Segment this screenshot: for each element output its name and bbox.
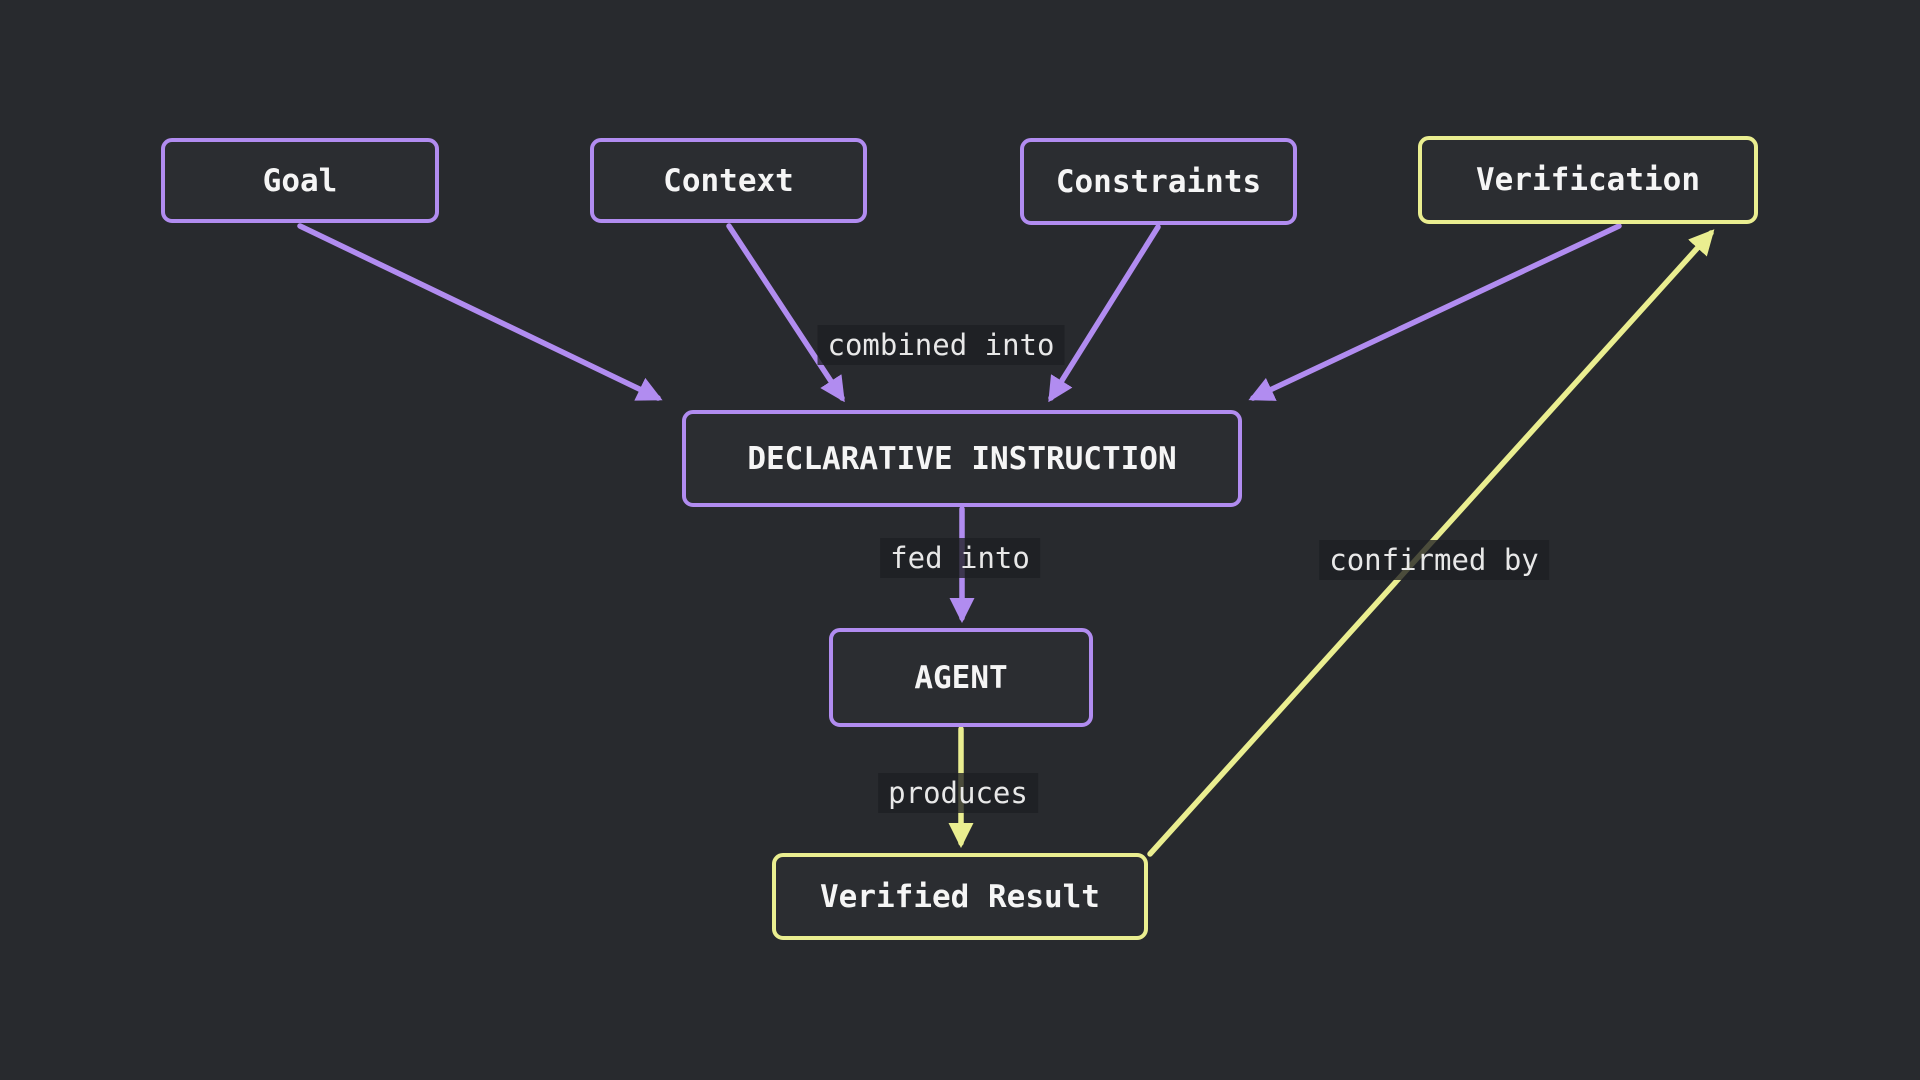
node-agent: AGENT [829,628,1093,727]
edge-goal-to-declarative-instruction [297,223,663,401]
node-goal: Goal [161,138,439,223]
edge-label-produces: produces [878,773,1038,813]
node-verified-result: Verified Result [772,853,1148,940]
edge-label-confirmed-by: confirmed by [1319,540,1549,580]
node-goal-label: Goal [262,162,338,199]
node-verification: Verification [1418,136,1758,224]
edge-constraints-to-declarative-instruction [1048,224,1161,403]
edge-label-fed-into: fed into [880,538,1040,578]
edge-label-combined-into: combined into [817,325,1065,365]
edge-context-to-declarative-instruction [726,223,845,403]
node-context: Context [590,138,867,223]
edge-verification-to-declarative-instruction [1248,223,1622,401]
node-declarative-instruction: DECLARATIVE INSTRUCTION [682,410,1242,507]
node-context-label: Context [663,162,794,199]
node-declarative-instruction-label: DECLARATIVE INSTRUCTION [747,440,1177,477]
node-verified-result-label: Verified Result [820,878,1100,915]
node-constraints-label: Constraints [1055,163,1262,200]
node-constraints: Constraints [1020,138,1297,225]
node-agent-label: AGENT [914,659,1008,696]
node-verification-label: Verification [1476,162,1700,198]
